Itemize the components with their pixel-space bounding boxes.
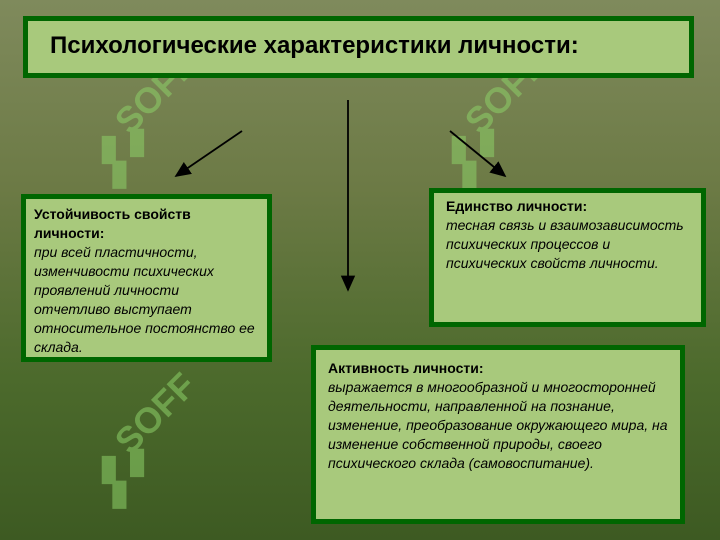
page-title: Психологические характеристики личности: xyxy=(50,32,579,59)
unity-body: тесная связь и взаимозависимость психиче… xyxy=(446,217,684,271)
unity-heading: Единство личности: xyxy=(446,198,588,214)
stability-heading: Устойчивость свойств личности: xyxy=(34,206,191,241)
watermark-logo: SOFF xyxy=(101,365,204,509)
activity-card: Активность личности: выражается в многоо… xyxy=(311,345,685,524)
unity-card: Единство личности: тесная связь и взаимо… xyxy=(429,188,706,327)
title-box: Психологические характеристики личности: xyxy=(23,16,694,78)
watermark-text: SOFF xyxy=(107,365,204,462)
activity-body: выражается в многообразной и многосторон… xyxy=(328,379,668,471)
activity-heading: Активность личности: xyxy=(328,360,484,376)
stability-card: Устойчивость свойств личности: при всей … xyxy=(21,194,272,362)
stability-body: при всей пластичности, изменчивости псих… xyxy=(34,244,255,355)
